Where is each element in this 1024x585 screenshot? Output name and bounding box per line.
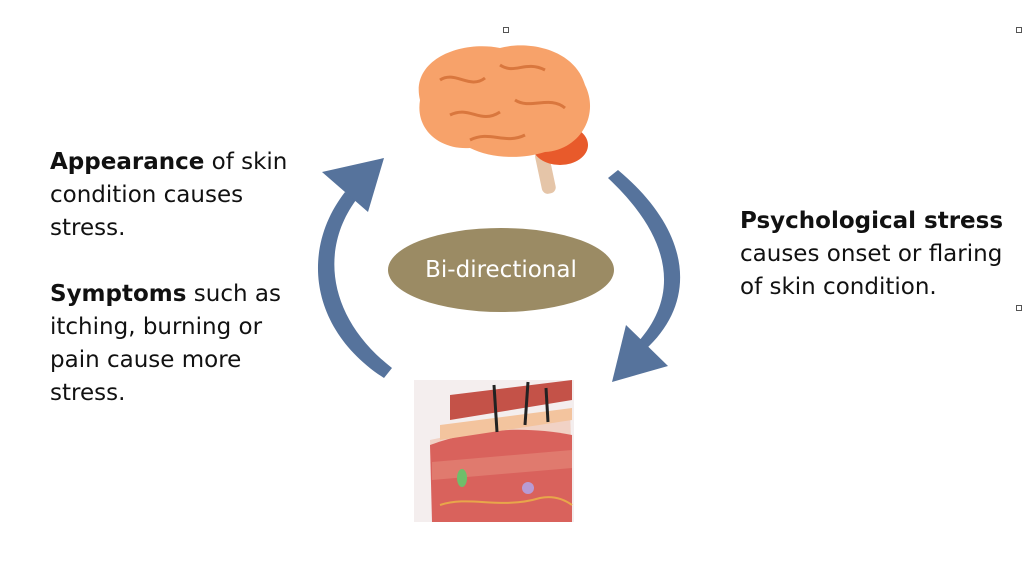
psychological-stress-paragraph: Psychological stress causes onset or fla… — [740, 205, 1010, 304]
right-text-block: Psychological stress causes onset or fla… — [740, 205, 1010, 304]
brain-icon — [418, 45, 591, 194]
skin-cross-section-icon — [414, 380, 574, 522]
psychological-stress-bold: Psychological stress — [740, 208, 1004, 234]
symptoms-bold: Symptoms — [50, 281, 187, 307]
psychological-stress-rest: causes onset or flaring of skin conditio… — [740, 241, 1003, 300]
left-text-block: Appearance of skin condition causes stre… — [50, 146, 290, 410]
bi-directional-label: Bi-directional — [425, 257, 577, 283]
selection-handle[interactable] — [1016, 27, 1022, 33]
appearance-rest: of skin condition causes stress. — [50, 149, 288, 241]
curved-arrow-right-down-icon — [608, 170, 681, 382]
selection-handle[interactable] — [1016, 305, 1022, 311]
appearance-paragraph: Appearance of skin condition causes stre… — [50, 146, 290, 245]
curved-arrow-left-up-icon — [317, 158, 392, 378]
symptoms-rest: such as itching, burning or pain cause m… — [50, 281, 281, 406]
selection-handle[interactable] — [503, 27, 509, 33]
bi-directional-oval: Bi-directional — [388, 228, 614, 312]
symptoms-paragraph: Symptoms such as itching, burning or pai… — [50, 278, 290, 410]
appearance-bold: Appearance — [50, 149, 205, 175]
